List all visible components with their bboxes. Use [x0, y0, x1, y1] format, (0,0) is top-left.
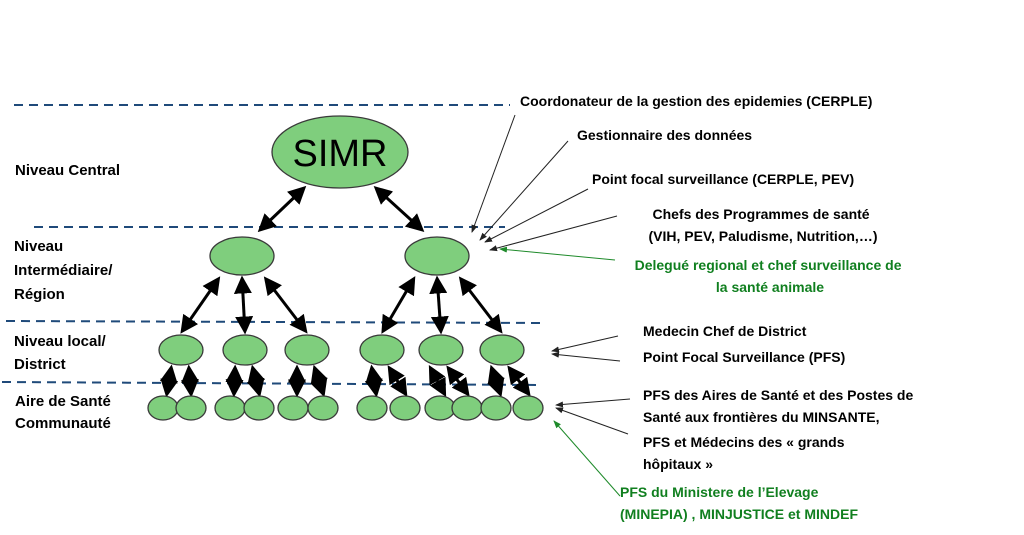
community-node [512, 395, 544, 421]
link-regional-district [429, 275, 449, 335]
pointer-point-focal [484, 188, 589, 243]
link-district-community [159, 364, 179, 398]
community-node [277, 395, 309, 421]
pointer-gestionnaire [479, 140, 569, 241]
annotation-delegue-regional: Delegué regional et chef surveillance de… [635, 257, 906, 295]
link-district-community [428, 365, 447, 397]
level-label-community: Aire de Santé Communauté [15, 393, 115, 432]
regional-node [404, 236, 470, 276]
annotation-point-focal: Point focal surveillance (CERPLE, PEV) [592, 171, 854, 187]
link-district-community [310, 364, 328, 398]
link-district-community [246, 364, 266, 398]
annotation-chefs-programmes: Chefs des Programmes de santé (VIH, PEV,… [649, 206, 878, 244]
pointer-pfs-minepia [553, 420, 621, 497]
community-node [147, 395, 179, 421]
annotation-pfs-hopitaux: PFS et Médecins des « grands hôpitaux » [643, 434, 848, 472]
link-district-community [225, 364, 244, 398]
annotation-pointers [471, 114, 631, 497]
community-node [356, 395, 388, 421]
level-label-district: Niveau local/ District [14, 333, 110, 373]
community-node [214, 395, 246, 421]
hierarchy-nodes [147, 236, 544, 421]
annotation-medecin-chef: Medecin Chef de District [643, 323, 807, 339]
link-central-regional [373, 185, 425, 233]
district-node [284, 334, 330, 366]
link-regional-district [233, 275, 254, 335]
community-node [243, 395, 275, 421]
community-node [175, 395, 207, 421]
district-node [359, 334, 405, 366]
link-regional-district [263, 276, 308, 334]
divider-district [5, 320, 547, 324]
pointer-chefs-programmes [489, 215, 618, 252]
link-district-community [387, 365, 408, 397]
link-district-community [487, 364, 505, 398]
level-label-regional: Niveau Intermédiaire/ Région [14, 238, 117, 303]
simr-central-node [271, 115, 409, 189]
link-regional-district [381, 276, 416, 334]
pointer-coordonateur [471, 114, 516, 233]
community-node [480, 395, 512, 421]
annotation-gestionnaire: Gestionnaire des données [577, 127, 752, 143]
pointer-delegue-regional [499, 246, 616, 261]
district-node [158, 334, 204, 366]
district-node [418, 334, 464, 366]
community-node [307, 395, 339, 421]
district-node [479, 334, 525, 366]
link-regional-district [458, 276, 503, 334]
pointer-pfs-district [551, 351, 621, 362]
annotation-coordonateur: Coordonateur de la gestion des epidemies… [520, 93, 872, 109]
regional-node [209, 236, 275, 276]
annotation-pfs-aires: PFS des Aires de Santé et des Postes de … [643, 387, 917, 425]
link-district-community [446, 365, 470, 397]
pointer-pfs-hopitaux [555, 407, 629, 435]
link-central-regional [257, 185, 307, 233]
link-district-community [364, 364, 384, 398]
level-label-central: Niveau Central [15, 162, 120, 179]
community-node [451, 395, 483, 421]
hierarchy-links [159, 185, 531, 398]
simr-node-label: SIMR [293, 133, 388, 175]
pointer-pfs-aires [555, 398, 631, 408]
link-district-community [180, 364, 200, 398]
district-node [222, 334, 268, 366]
community-node [424, 395, 456, 421]
pointer-medecin-chef [551, 335, 619, 353]
link-district-community [507, 365, 531, 397]
annotation-pfs-minepia: PFS du Ministere de l’Elevage (MINEPIA) … [620, 484, 858, 522]
annotation-pfs-district: Point Focal Surveillance (PFS) [643, 349, 845, 365]
community-node [389, 395, 421, 421]
link-regional-district [180, 276, 221, 334]
